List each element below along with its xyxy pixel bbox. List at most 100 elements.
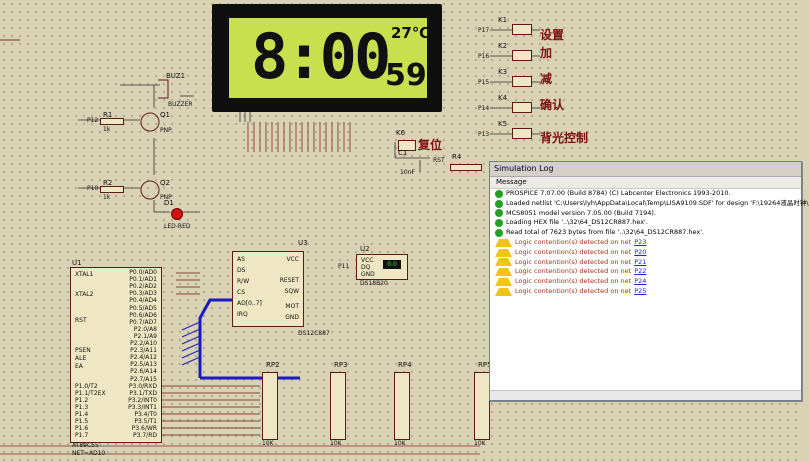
led-resistor-value: 1k [103,194,111,201]
reset-resistor [450,164,482,171]
resistor-pack-rp5[interactable] [474,372,490,440]
log-entry-text: Logic contention(s) detected on net [515,267,632,276]
key-label-set: 设置 [540,28,565,42]
key-ref: K2 [498,42,508,50]
sensor-chip[interactable]: VCC DQ GND 0.0 [356,254,408,280]
led-icon [171,208,183,220]
log-entry-text: Logic contention(s) detected on net [515,257,632,266]
log-entry[interactable]: PROSPICE 7.07.00 (Build 8784) (C) Labcen… [490,189,801,199]
pin-label: P3.7/RD [133,432,157,440]
key-label-minus: 减 [540,72,553,86]
key-label-backlight: 背光控制 [540,131,589,145]
pin-label: P1.7 [75,432,89,439]
log-entry[interactable]: Loading HEX file '..\32\64_DS12CR887.hex… [490,218,801,228]
led-type: LED-RED [164,223,191,230]
key-label-plus: 加 [540,46,553,60]
led-transistor-type: PNP [160,194,172,201]
lcd-seconds: 59 [385,58,427,93]
lcd-time: 8:00 [251,20,391,93]
reset-button[interactable] [398,140,416,151]
log-entry[interactable]: Read total of 7623 bytes from file '..\3… [490,228,801,238]
key-button-k3[interactable] [512,76,532,87]
lcd-display: 8:00 27℃ 59 [212,4,442,112]
net-link[interactable]: P21 [634,257,647,266]
pin-label: MOT [285,303,299,310]
buzzer-transistor-ref: Q1 [160,111,170,119]
net-link[interactable]: P23 [634,237,647,246]
log-entry-text: Logic contention(s) detected on net [515,286,632,295]
key-pin: P15 [478,79,490,86]
led-transistor-ref: Q2 [160,179,170,187]
key-button-k1[interactable] [512,24,532,35]
key-button-k4[interactable] [512,102,532,113]
pin-label: P1.4 [75,411,89,418]
reset-cap-value: 10nF [400,169,415,176]
resistor-pack-rp2[interactable] [262,372,278,440]
pin-label: P0.2/AD2 [129,283,157,291]
pin-label: P2.2/A10 [130,340,157,347]
pin-label: P3.3/INT1 [128,403,157,411]
pin-label: P0.7/AD7 [129,318,157,326]
lcd-screen: 8:00 27℃ 59 [229,18,430,98]
net-link[interactable]: P25 [634,286,647,295]
resistor-pack-rp3[interactable] [330,372,346,440]
log-entry-text: PROSPICE 7.07.00 (Build 8784) (C) Labcen… [506,189,731,197]
pin-label: P1.6 [75,425,89,432]
info-icon [495,189,503,198]
info-icon [495,229,503,238]
pin-label: XTAL2 [75,291,94,298]
net-link[interactable]: P24 [634,277,647,286]
key-button-k5[interactable] [512,128,532,139]
buzzer-resistor [100,118,124,125]
mcu-ref: U1 [72,259,82,267]
buzzer-transistor-type: PNP [160,127,172,134]
log-entry[interactable]: MCS8051 model version 7.05.00 (Build 719… [490,209,801,219]
log-entry-text: Loading HEX file '..\32\64_DS12CR887.hex… [506,218,648,227]
pin-label: DS [237,267,246,274]
net-link[interactable]: P20 [634,247,647,256]
pin-label: P2.3/A11 [130,347,157,355]
simulation-log-title[interactable]: Simulation Log [490,162,801,177]
pin-label: P3.2/INT0 [128,396,157,404]
simulation-log-list[interactable]: PROSPICE 7.07.00 (Build 8784) (C) Labcen… [490,189,809,297]
pin-label: CS [237,289,245,296]
pin-label: P2.1/A9 [133,332,157,340]
buzzer-resistor-ref: R1 [103,111,113,119]
key-button-k2[interactable] [512,50,532,61]
pin-label: SQW [284,288,299,295]
pin-label: P0.0/AD0 [129,269,157,276]
simulation-log-window[interactable]: Simulation Log Message PROSPICE 7.07.00 … [489,161,809,401]
led-pin: P10 [87,185,99,192]
pin-label: RST [75,317,87,324]
key-label-confirm: 确认 [540,98,565,112]
log-entry-text: Loaded netlist 'C:\Users\lyh\AppData\Loc… [506,198,809,207]
pin-label: P3.6/WR [131,425,157,433]
log-entry[interactable]: Loaded netlist 'C:\Users\lyh\AppData\Loc… [490,199,809,209]
sensor-pin-dq: DQ [361,264,371,271]
pin-label: P0.1/AD1 [129,276,157,284]
mcu-sub: NET=AD10 [72,450,106,457]
resistor-pack-rp4[interactable] [394,372,410,440]
key-pin: P13 [478,131,490,138]
info-icon [495,199,503,208]
rp3-value: 10K [330,440,342,447]
rp2-ref: RP2 [266,361,280,369]
pin-label: P0.5/AD5 [129,304,157,312]
message-column-header[interactable]: Message [490,177,801,189]
horizontal-scrollbar[interactable] [490,390,801,400]
pin-label: EA [75,363,83,370]
pin-label: ALE [75,355,87,362]
buzzer-resistor-value: 1k [103,126,111,133]
log-entry-text: Logic contention(s) detected on net [515,277,632,286]
net-link[interactable]: P22 [634,267,647,276]
sensor-pin: P11 [338,263,350,270]
